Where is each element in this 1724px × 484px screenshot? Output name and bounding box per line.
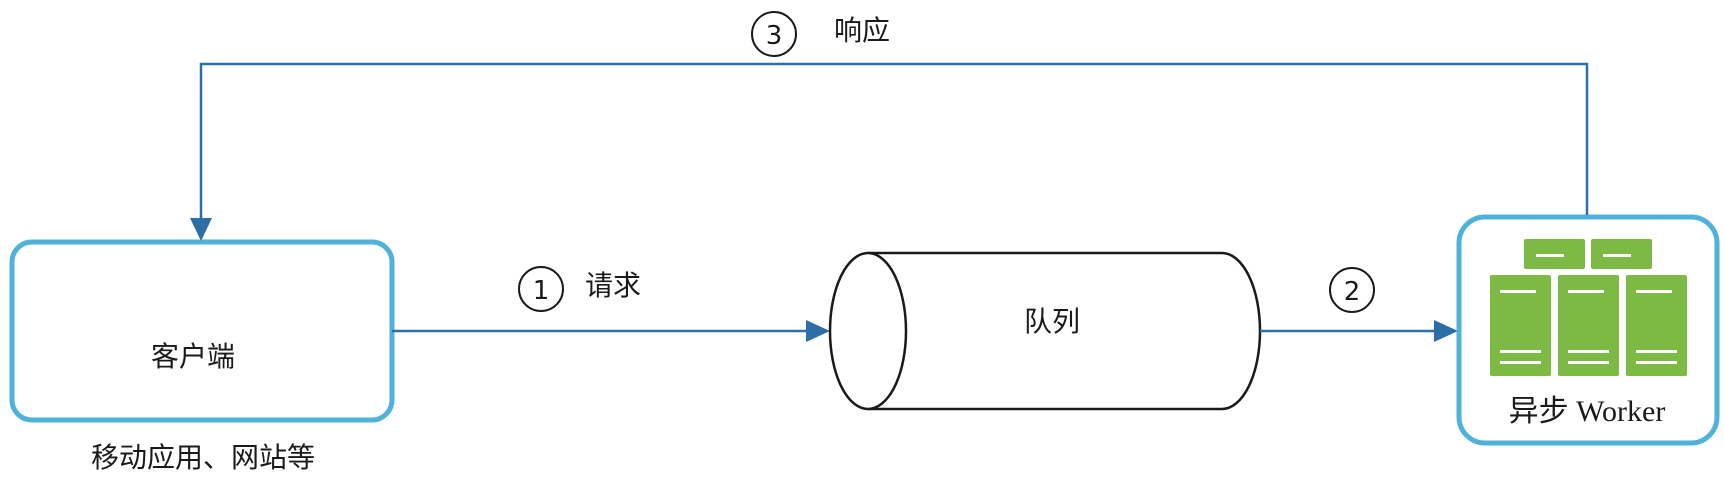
- queue-label: 队列: [1024, 305, 1080, 338]
- response-arrow: [190, 62, 1589, 241]
- client-box: [9, 239, 395, 423]
- server-rack-icon: [1490, 239, 1687, 376]
- step-1-label: 请求: [585, 269, 641, 302]
- client-node: 客户端: [9, 239, 395, 423]
- worker-label: 异步 Worker: [1509, 395, 1666, 428]
- response-arrow-head: [190, 218, 212, 241]
- step-1-circle: [518, 266, 564, 312]
- step-2-circle: [1329, 267, 1375, 313]
- queue-node: 队列: [828, 251, 1262, 411]
- response-arrow-line: [199, 62, 1589, 222]
- step-3-number: 3: [766, 21, 783, 51]
- step-3-marker: 3: [751, 11, 797, 57]
- step-2-marker: 2: [1329, 267, 1375, 313]
- request-arrow: [392, 320, 830, 342]
- step-1-marker: 1: [518, 266, 564, 312]
- step-2-number: 2: [1344, 277, 1361, 307]
- worker-node: 异步 Worker: [1456, 214, 1720, 446]
- step-3-circle: [751, 11, 797, 57]
- queue-cylinder-end: [828, 251, 908, 411]
- dispatch-arrow-head: [1434, 320, 1458, 342]
- step-3-label: 响应: [834, 14, 890, 47]
- request-arrow-head: [806, 320, 830, 342]
- client-label: 客户端: [151, 340, 235, 373]
- step-1-number: 1: [533, 276, 550, 306]
- client-caption: 移动应用、网站等: [91, 441, 315, 474]
- dispatch-arrow: [1260, 320, 1458, 342]
